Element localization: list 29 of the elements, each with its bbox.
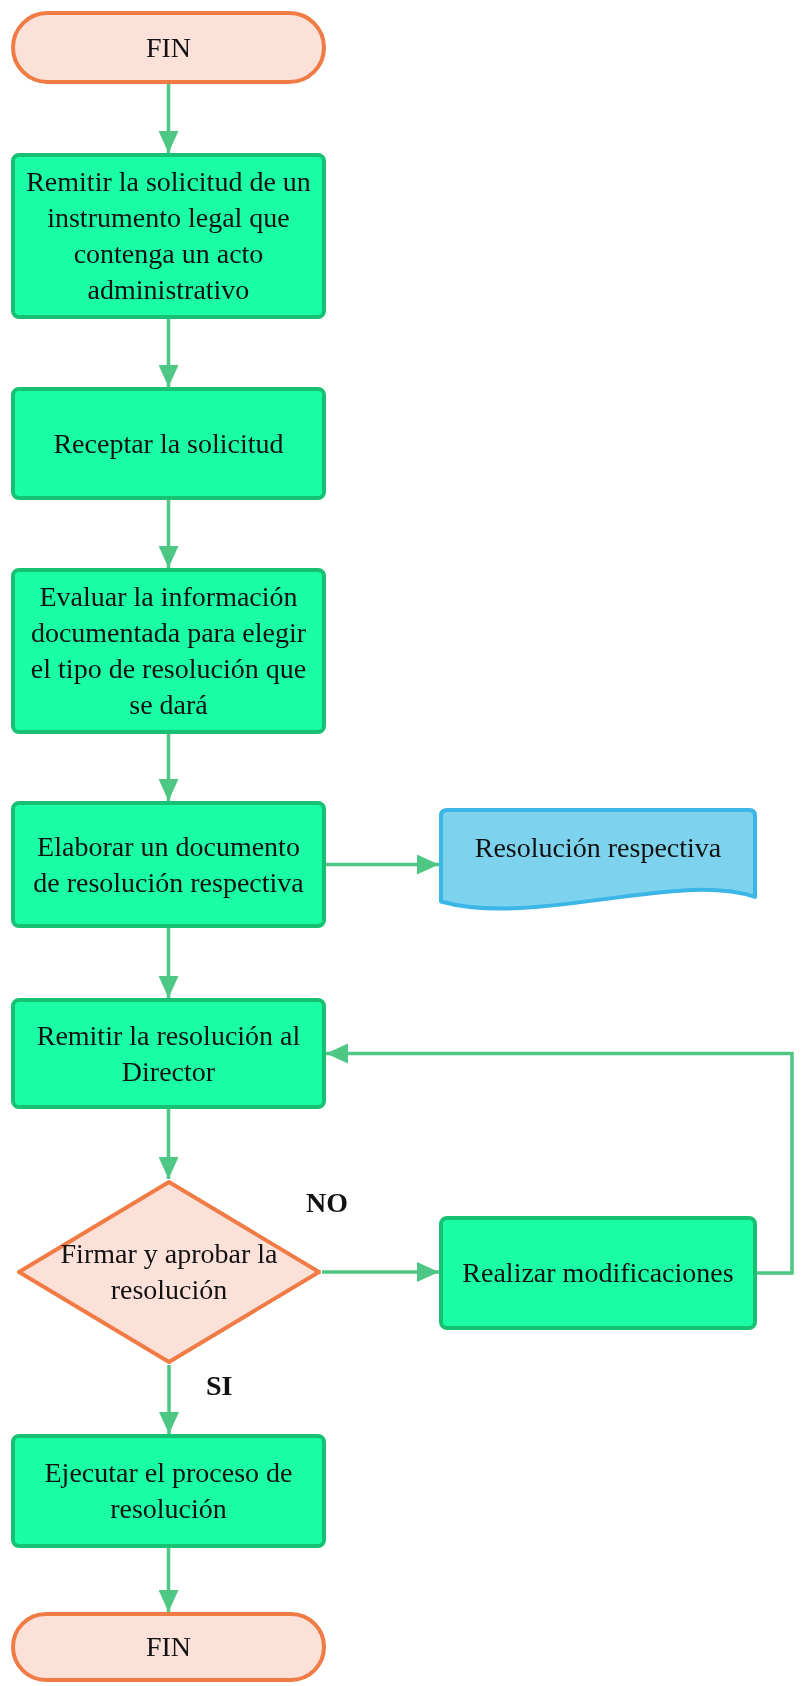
arrow [158,1109,179,1179]
process-box [11,568,326,734]
arrow [326,854,439,875]
arrow [158,84,179,153]
process-box [11,1434,326,1548]
node-text: Realizar modificaciones [462,1256,734,1291]
node-text: FIN [145,1630,192,1665]
node-text: FIN [145,30,192,65]
process-box [439,1216,757,1330]
arrow [326,1043,794,1275]
arrow [158,500,179,568]
process-box [11,153,326,319]
arrow [322,1262,439,1282]
node-text: Resolución respectiva [474,831,722,865]
node-text: Receptar la solicitud [53,426,284,461]
arrow [159,1365,179,1434]
node-text: Firmar y aprobar la resolución [59,1237,279,1307]
arrow [158,319,179,387]
node-text: Ejecutar el proceso de resolución [43,1456,294,1526]
arrow [158,928,179,998]
process-box [11,998,326,1109]
node-text: Remitir la solicitud de un instrumento legal que contenga un acto administrativo [25,165,312,307]
process-box [11,387,326,500]
node-text: Remitir la resolución al Director [35,1018,302,1089]
arrow [158,1548,179,1612]
arrow [158,734,179,801]
node-text: Evaluar la información documentada para elegir el tipo de resolución que se dará [29,580,308,722]
node-text: Elaborar un documento de resolución respectiva [32,829,305,900]
process-box [11,801,326,928]
